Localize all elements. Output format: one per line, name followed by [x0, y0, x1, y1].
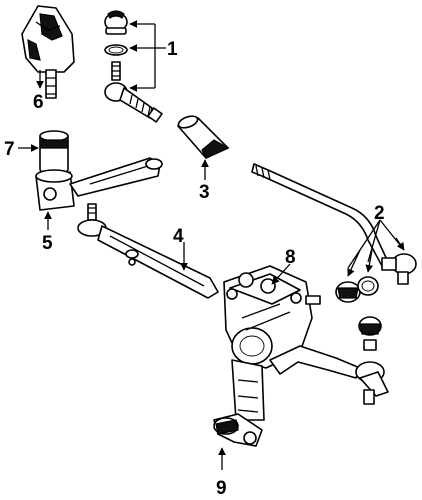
callout-4: 4: [173, 226, 184, 247]
part-9-pitman-arm: [213, 413, 263, 447]
callout-3: 3: [199, 182, 210, 203]
callout-8: 8: [285, 247, 296, 268]
part-7-bushing: [39, 130, 69, 173]
right-tie-rod-end: [355, 316, 389, 405]
part-1-tie-rod-end: [104, 10, 163, 123]
part-5-idler-arm: [35, 157, 163, 211]
part-3-adjusting-sleeve: [177, 115, 230, 159]
callout-7: 7: [4, 139, 15, 160]
part-4-relay-rod: [77, 203, 219, 299]
callout-6: 6: [33, 92, 44, 113]
callout-5: 5: [42, 233, 53, 254]
callout-2: 2: [374, 203, 385, 224]
part-8-steering-gear: [223, 265, 361, 421]
callout-9: 9: [216, 478, 227, 499]
part-2-tie-rod: [251, 163, 417, 303]
callout-1: 1: [167, 39, 178, 60]
part-6-boot: [21, 5, 75, 99]
